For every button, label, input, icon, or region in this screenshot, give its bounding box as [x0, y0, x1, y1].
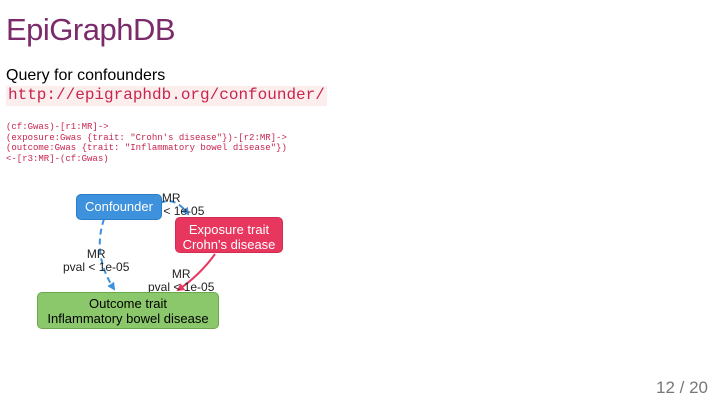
edge-confounder-outcome: [98, 218, 116, 291]
confounder-url-link[interactable]: http://epigraphdb.org/confounder/: [6, 86, 327, 106]
code-line: (outcome:Gwas {trait: "Inflammatory bowe…: [6, 143, 287, 153]
outcome-node-title: Outcome trait: [88, 296, 168, 311]
edge-confounder-exposure: [159, 200, 190, 216]
slide-title: EpiGraphDB: [6, 12, 176, 47]
edge-exposure-outcome: [176, 253, 216, 292]
code-line: (cf:Gwas)-[r1:MR]->: [6, 122, 109, 132]
exposure-node-trait: Crohn's disease: [182, 237, 276, 252]
confounder-graph-edges: [98, 200, 216, 292]
confounder-node[interactable]: Confounder: [76, 194, 162, 220]
cypher-query-code: (cf:Gwas)-[r1:MR]->(exposure:Gwas {trait…: [6, 122, 287, 164]
exposure-node[interactable]: Exposure trait Crohn's disease: [175, 217, 283, 253]
exposure-node-title: Exposure trait: [188, 222, 270, 237]
outcome-node-trait: Inflammatory bowel disease: [47, 311, 209, 326]
edge-label-confounder-outcome: MR pval < 1e-05: [63, 247, 130, 274]
code-line: <-[r3:MR]-(cf:Gwas): [6, 153, 109, 164]
code-line: (exposure:Gwas {trait: "Crohn's disease"…: [6, 132, 287, 143]
edge-label-exposure-outcome: MR pval < 1e-05: [148, 267, 215, 294]
outcome-node[interactable]: Outcome trait Inflammatory bowel disease: [37, 292, 219, 329]
slide-page-number: 12 / 20: [656, 378, 708, 397]
slide-subtitle: Query for confounders: [6, 67, 166, 84]
